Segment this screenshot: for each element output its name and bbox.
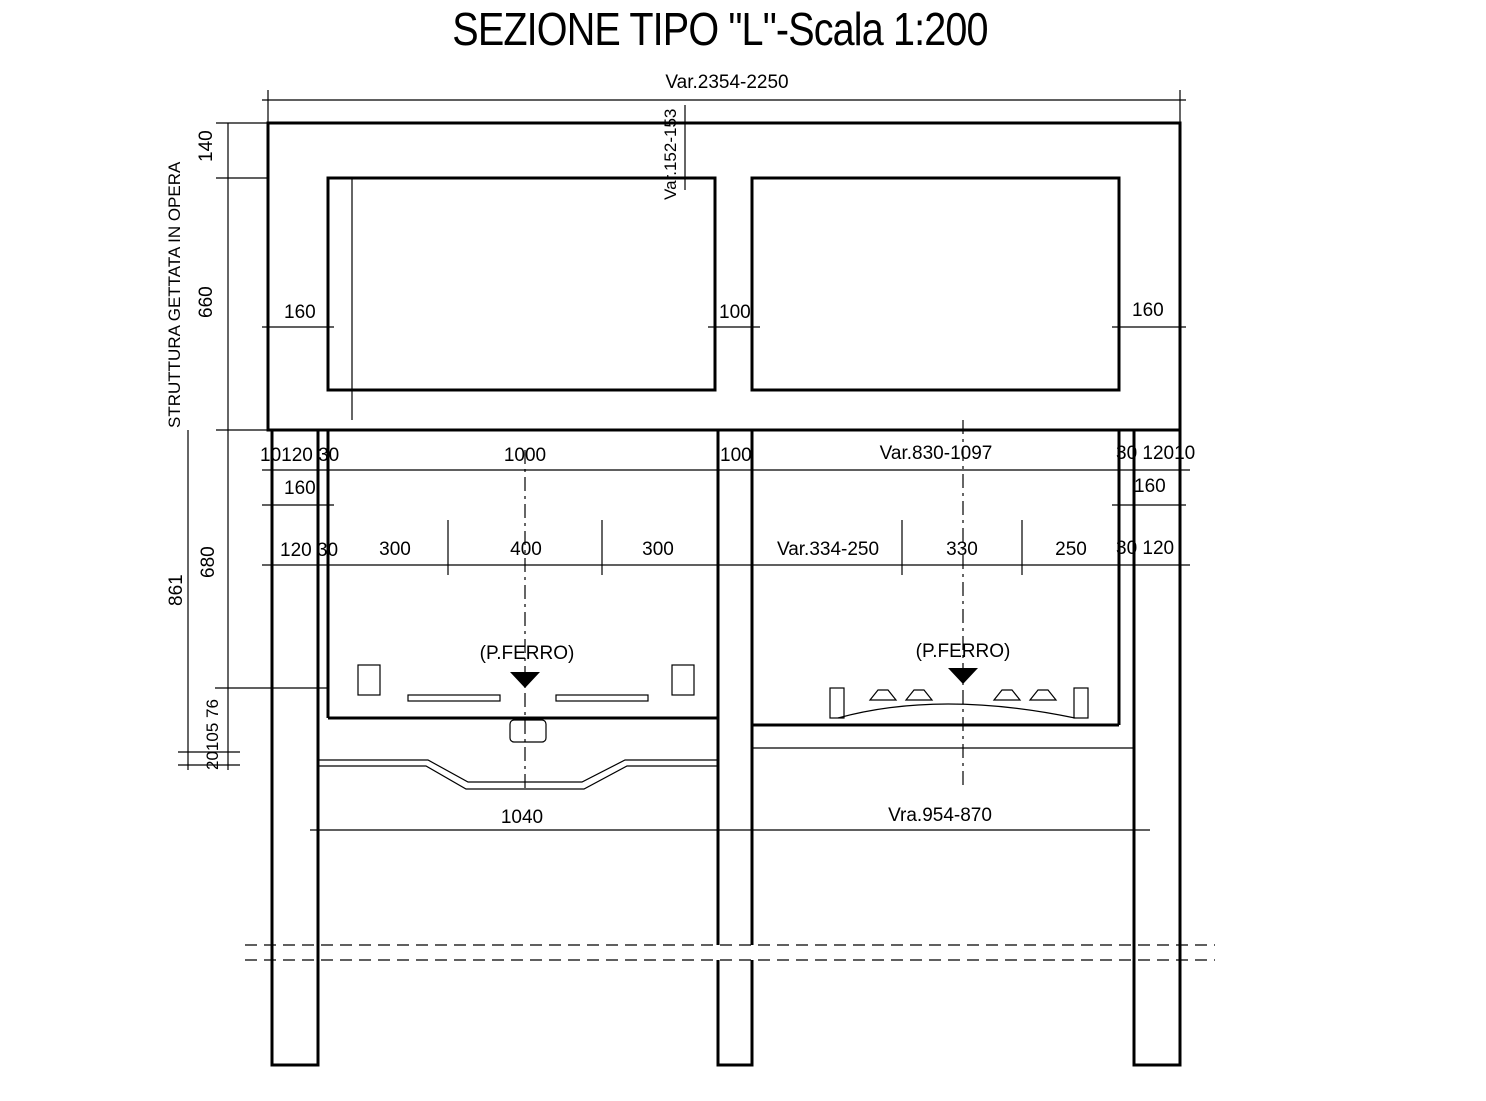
dim-l-sub-1: 300 (379, 539, 411, 560)
dim-l-haunch: 160 (284, 478, 316, 499)
dim-l-sub-2: 400 (510, 539, 542, 560)
upper-right-cell (750, 176, 1121, 392)
left-base-slab (318, 759, 718, 783)
dim-r-haunch: 160 (1134, 476, 1166, 497)
dim-l-sub-3: 300 (642, 539, 674, 560)
right-outer-wall (1132, 430, 1182, 1067)
dim-lower-height: 680 (198, 546, 219, 578)
rail-label-right: (P.FERRO) (916, 641, 1011, 662)
dim-upper-cell-height: 660 (196, 286, 217, 318)
dim-left-mid-wall: 100 (720, 445, 752, 466)
left-outer-wall (270, 430, 320, 1067)
upper-box-outline (266, 121, 1182, 432)
dim-total-height: 861 (166, 574, 187, 606)
dim-r-sub-1: Var.334-250 (777, 539, 879, 560)
dim-overall-width: Var.2354-2250 (665, 72, 788, 93)
dim-r-wall-2: 30 120 (1116, 538, 1174, 559)
dim-l-wall-group: 10120 30 (260, 445, 339, 466)
dim-left-bay-width: 1000 (504, 445, 546, 466)
page-title: SEZIONE TIPO "L"-Scala 1:200 (452, 3, 988, 55)
rail-label-left: (P.FERRO) (480, 643, 575, 664)
dim-mid-wall: 100 (719, 302, 751, 323)
dim-left-wall: 160 (284, 302, 316, 323)
dim-r-wall-group: 30 12010 (1116, 443, 1195, 464)
dim-top-slab-var: Var.152-153 (661, 109, 680, 200)
side-note: STRUTTURA GETTATA IN OPERA (165, 161, 184, 428)
right-base-slab (837, 703, 1076, 719)
dim-r-sub-2: 330 (946, 539, 978, 560)
dim-l-wall-2: 120 30 (280, 540, 338, 561)
middle-wall (716, 430, 754, 945)
upper-left-cell (326, 176, 717, 392)
dim-right-bay-width: Var.830-1097 (880, 443, 993, 464)
dim-right-wall: 160 (1132, 300, 1164, 321)
dim-base-right: Vra.954-870 (888, 805, 992, 826)
dim-bottom: 20105 76 (203, 699, 222, 770)
dim-base-left: 1040 (501, 807, 543, 828)
dim-top-slab: 140 (196, 130, 217, 162)
dim-r-sub-3: 250 (1055, 539, 1087, 560)
